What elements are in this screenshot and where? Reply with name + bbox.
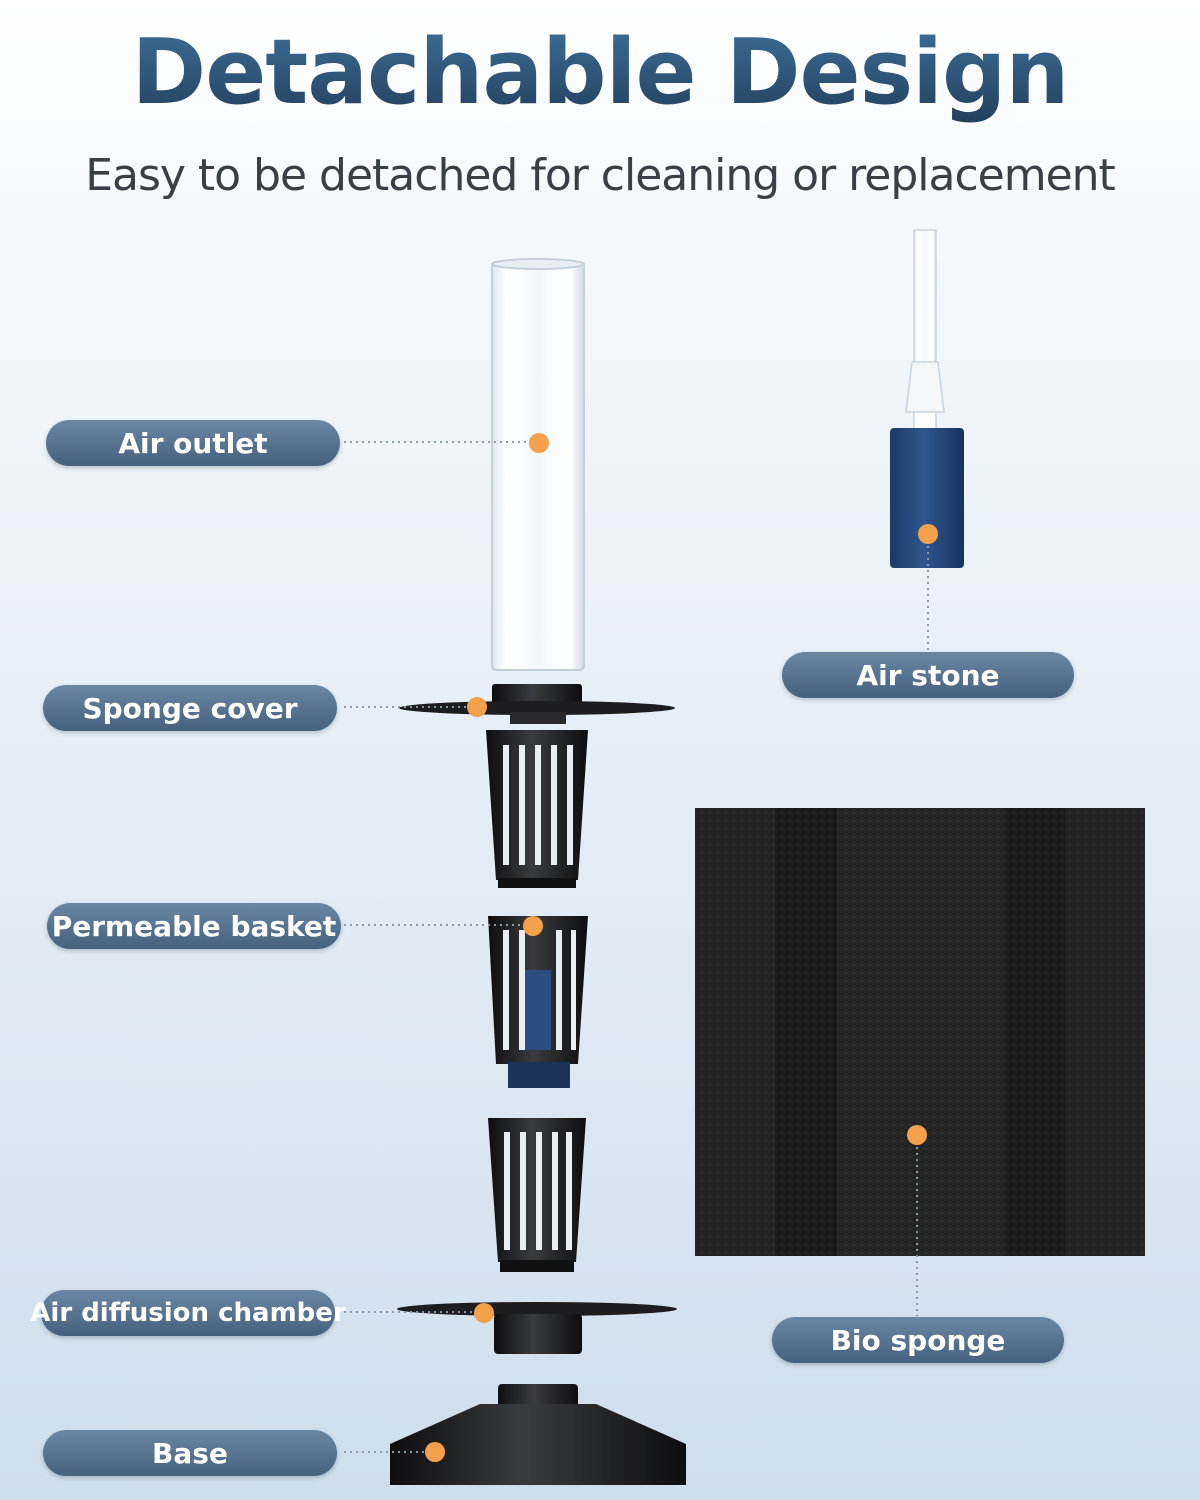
- label-permeable-basket: Permeable basket: [47, 903, 341, 949]
- marker-base: [425, 1442, 445, 1462]
- permeable-basket-part: [488, 916, 588, 1088]
- air-diffusion-chamber-part: [397, 1302, 677, 1354]
- basket-bottom: [488, 1118, 586, 1272]
- label-air-stone: Air stone: [782, 652, 1074, 698]
- label-bio-sponge: Bio sponge: [772, 1317, 1064, 1363]
- air-outlet-tube: [491, 258, 585, 671]
- marker-sponge-cover: [467, 697, 487, 717]
- leader-lines: [344, 441, 929, 1453]
- markers: [425, 433, 938, 1462]
- label-air-outlet: Air outlet: [46, 420, 340, 466]
- air-stone-part: [890, 229, 964, 568]
- marker-permeable-basket: [523, 916, 543, 936]
- page-title: Detachable Design: [0, 20, 1200, 125]
- basket-top: [486, 730, 588, 888]
- marker-bio-sponge: [907, 1125, 927, 1145]
- base-part: [390, 1384, 686, 1485]
- label-base: Base: [43, 1430, 337, 1476]
- marker-air-outlet: [529, 433, 549, 453]
- sponge-cover-part: [399, 684, 675, 724]
- label-air-diffusion-chamber: Air diffusion chamber: [30, 1290, 346, 1336]
- marker-air-stone: [918, 524, 938, 544]
- bio-sponge-part: [695, 808, 1145, 1256]
- label-sponge-cover: Sponge cover: [43, 685, 337, 731]
- marker-air-diffusion-chamber: [474, 1303, 494, 1323]
- page-subtitle: Easy to be detached for cleaning or repl…: [85, 150, 1116, 201]
